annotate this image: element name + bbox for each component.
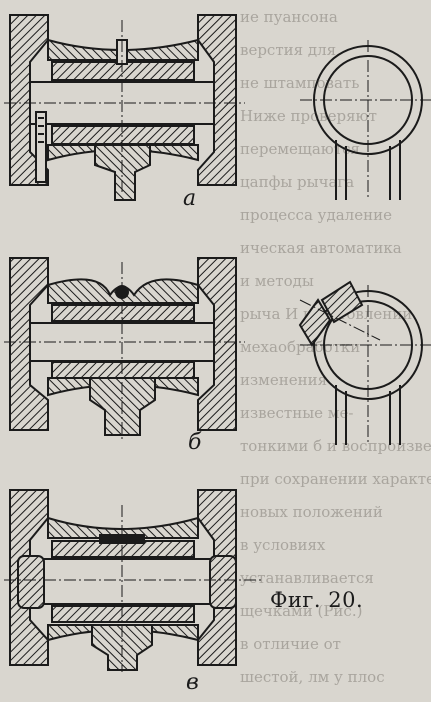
bleed-text-line: цапфы рычага	[240, 173, 355, 191]
bleed-text-line: перемещаются	[240, 140, 361, 158]
bleed-text-line: ическая автоматика	[240, 239, 402, 257]
bleed-text-line: новых положений	[240, 503, 383, 521]
bleed-text-line: щечками (Рис.)	[240, 602, 363, 620]
bleed-text-line: устанавливается	[240, 569, 374, 587]
drawing-a-bushing-bottom	[51, 125, 195, 145]
figure-caption: Фиг. 20.	[270, 588, 364, 612]
label-b: б	[188, 430, 202, 455]
bleed-text-line: ие пуансона	[240, 8, 338, 26]
drawing-b-clamp-lug	[320, 280, 364, 324]
drawing-c-right-plug	[209, 555, 237, 609]
drawing-a-right-casting	[197, 14, 237, 186]
drawing-a-side-view	[300, 40, 431, 200]
drawing-c-left-plug	[17, 555, 45, 609]
drawing-a-section	[9, 14, 237, 201]
drawing-b-right-casting	[197, 257, 237, 431]
bleed-text-line: Ниже проверяют	[240, 107, 377, 125]
label-c: в	[186, 670, 199, 695]
bleed-text-line: мехаобработки	[240, 338, 361, 356]
bleed-text-line: известные ме-	[240, 404, 354, 422]
drawing-b-bushing-bottom	[51, 361, 195, 379]
drawing-b-bushing-top	[51, 304, 195, 322]
drawing-c-pin-bore	[19, 558, 235, 605]
bleed-text-line: и методы	[240, 272, 314, 290]
drawing-b-section	[9, 257, 237, 436]
drawing-a-locking-pin	[35, 111, 47, 183]
bleed-text-line: тонкими б и воспроизве-	[240, 437, 431, 455]
bleed-text-line: в отличие от	[240, 635, 341, 653]
bleed-text-line: изменения	[240, 371, 328, 389]
bleed-text-line: верстия для	[240, 41, 337, 59]
drawing-c-section	[9, 489, 237, 671]
label-a: а	[183, 186, 197, 211]
bleed-text-line: при сохранении характеристик	[240, 470, 431, 488]
bleed-text-line: в условиях	[240, 536, 326, 554]
bleed-text-line: процесса удаление	[240, 206, 392, 224]
drawing-c-bushing-bottom	[51, 605, 195, 623]
bleed-text-line: шестой, лм у плос	[240, 668, 385, 686]
drawing-c-top-housing	[47, 516, 199, 539]
drawing-b-side-view	[298, 280, 431, 445]
drawing-a-lower-boss	[94, 144, 151, 201]
